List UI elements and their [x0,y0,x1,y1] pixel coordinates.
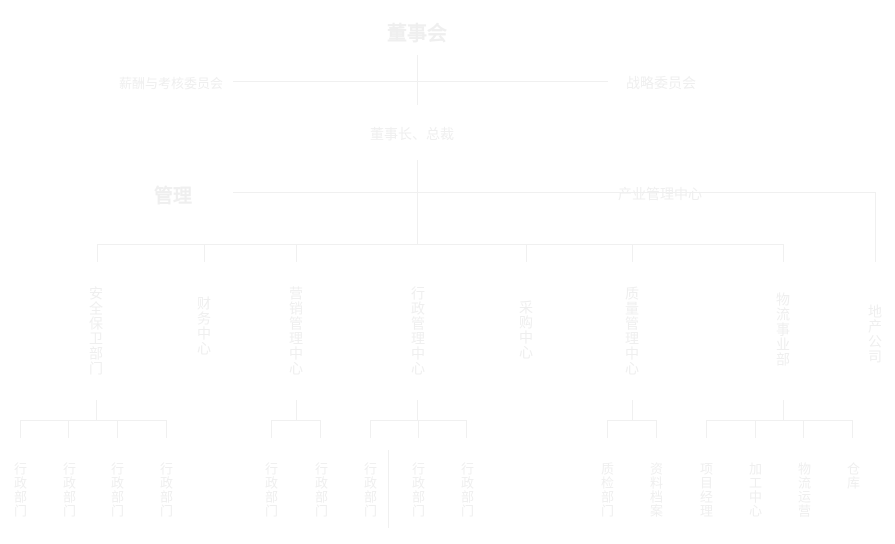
sub-unit-label: 行政部门 [11,462,26,518]
group3-drop-b [418,420,419,438]
dept-drop-7 [783,244,784,262]
dept-drop-1 [97,244,98,262]
group4-bus [607,420,657,421]
group1-drop-b [68,420,69,438]
dept-drop-5 [526,244,527,262]
sub-unit-label: 行政部门 [157,462,172,518]
committee-left: 薪酬与考核委员会 [119,77,224,92]
group1-drop-c [117,420,118,438]
sub-unit-label: 行政部门 [361,462,376,518]
committee-right: 战略委员会 [626,76,696,92]
sub-unit-label: 质检部门 [598,462,613,518]
hq-right-label: 产业管理中心 [618,187,702,203]
group1-stem [96,400,97,420]
group5-drop-c [803,420,804,438]
dept-drop-2 [204,244,205,262]
board-to-chairman-line [417,55,418,105]
sub-unit-label: 行政部门 [458,462,473,518]
group5-stem [783,400,784,420]
sub-unit-label: 资料档案 [647,462,662,518]
group1-drop-a [20,420,21,438]
dept-label-quality: 质量管理中心 [623,286,639,376]
dept-drop-3 [296,244,297,262]
committee-line [233,81,608,82]
group5-drop-a [706,420,707,438]
hq-label: 管理 [154,185,193,207]
group5-drop-b [755,420,756,438]
group2-drop-b [320,420,321,438]
sub-unit-label: 加工中心 [746,462,761,518]
group5-drop-d [852,420,853,438]
sub-unit-label: 行政部门 [409,462,424,518]
sub-unit-label: 行政部门 [312,462,327,518]
group5-bus [706,420,852,421]
group3-drop-c [466,420,467,438]
sub-unit-label: 行政部门 [108,462,123,518]
board-title: 董事会 [387,21,447,45]
group4-drop-b [656,420,657,438]
group1-drop-d [166,420,167,438]
hq-right-drop-line [875,192,876,262]
group3-drop-a [370,420,371,438]
dept-label-logistics: 物流事业部 [774,292,790,367]
sub-unit-label: 物流运营 [795,462,810,518]
sub-unit-label: 仓库 [844,462,859,490]
dept-drop-6 [632,244,633,262]
sub-unit-label: 项目经理 [697,462,712,518]
group1-bus [20,420,166,421]
group2-bus [271,420,321,421]
hq-horizontal-line [233,192,875,193]
dept-bus-line [97,244,783,245]
chairman-label: 董事长、总裁 [370,127,454,143]
dept-label-realestate: 地产公司 [866,304,882,364]
dept-label-admin: 行政管理中心 [409,286,425,376]
group4-stem [632,400,633,420]
group4-drop-a [607,420,608,438]
dept-label-marketing: 营销管理中心 [287,286,303,376]
sub-unit-label: 行政部门 [60,462,75,518]
sub-unit-label: 行政部门 [262,462,277,518]
group3-divider [388,450,389,528]
chairman-to-hq-line [417,160,418,244]
group2-drop-a [271,420,272,438]
group2-stem [296,400,297,420]
dept-label-procurement: 采购中心 [517,300,533,360]
dept-label-finance: 财务中心 [195,296,211,356]
dept-label-safety: 安全保卫部门 [87,286,103,376]
group3-stem [417,400,418,420]
